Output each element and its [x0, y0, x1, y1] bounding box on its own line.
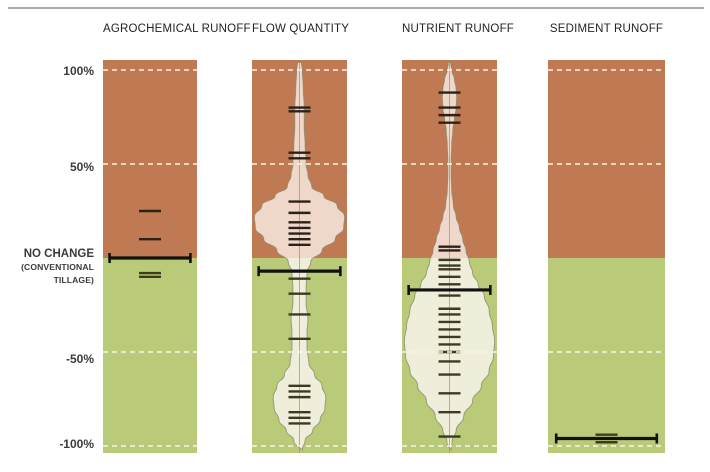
y-axis-label-100: 100%: [63, 64, 94, 78]
y-axis-label-no-change: NO CHANGE (CONVENTIONAL TILLAGE): [0, 248, 94, 287]
confidence-interval-errorbar: [257, 266, 342, 277]
band-decrease: [103, 258, 197, 453]
band-decrease: [548, 258, 665, 453]
column-title-flow-quantity: FLOW QUANTITY: [252, 23, 350, 35]
band-increase: [103, 60, 197, 258]
top-divider-rule: [8, 7, 704, 9]
panel-nutrient-runoff: [402, 60, 497, 453]
column-title-nutrient-runoff: NUTRIENT RUNOFF: [402, 23, 515, 35]
confidence-interval-errorbar: [108, 253, 192, 263]
y-axis-label-minus-100: -100%: [59, 437, 94, 451]
y-axis-label-no-change-main: NO CHANGE: [23, 248, 94, 260]
panel-flow-quantity: [252, 60, 347, 453]
y-axis-label-minus-50: -50%: [65, 352, 94, 366]
band-increase: [548, 60, 665, 258]
panel-sediment-runoff: [548, 60, 665, 453]
y-axis-label-no-change-sub1: (CONVENTIONAL: [21, 262, 94, 272]
y-axis-label-no-change-sub2: TILLAGE): [53, 275, 94, 285]
y-axis-label-50: 50%: [69, 160, 94, 174]
violin-outline: [253, 62, 346, 451]
violin-outline: [403, 62, 496, 452]
panel-agrochemical-runoff: [103, 60, 197, 453]
confidence-interval-errorbar: [407, 284, 492, 295]
confidence-interval-errorbar: [554, 433, 659, 444]
column-title-sediment-runoff: SEDIMENT RUNOFF: [549, 23, 664, 35]
